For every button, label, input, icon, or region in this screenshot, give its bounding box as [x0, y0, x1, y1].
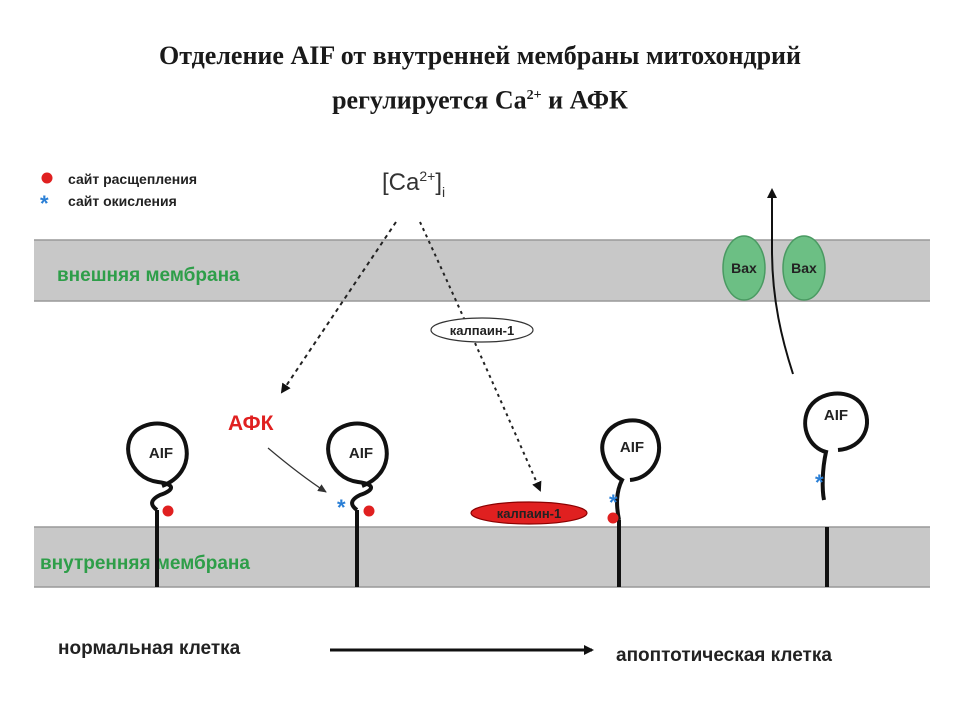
bax-label-right: Bax: [791, 260, 817, 276]
calpain-inactive: калпаин-1: [430, 317, 534, 343]
aif-released: AIF *: [803, 391, 869, 587]
aif-cleaved: AIF *: [600, 418, 662, 587]
inner-membrane-band: [34, 527, 930, 587]
oxidation-site-star: *: [609, 490, 618, 515]
bax-protein-left: [722, 235, 766, 301]
outer-membrane-band: [34, 240, 930, 301]
aif-loop: [126, 421, 189, 512]
calcium-label: [Ca2+]i: [382, 168, 445, 200]
calcium-subscript: i: [442, 184, 445, 200]
aif-anchored-oxidized: AIF *: [326, 421, 389, 587]
calpain-inactive-shape: [430, 317, 534, 343]
cleavage-site-dot: [607, 512, 619, 524]
title-line-2: регулируется Ca2+ и АФК: [0, 76, 960, 121]
bax-protein-right: [782, 235, 826, 301]
calcium-to-ros-arrow: [280, 221, 397, 394]
oxidation-site-legend-label: сайт окисления: [68, 193, 177, 209]
cleavage-site-dot: [363, 505, 375, 517]
title-line-2-prefix: регулируется Ca: [332, 85, 527, 115]
apoptotic-cell-label: апоптотическая клетка: [616, 645, 832, 666]
oxidation-site-star: *: [337, 495, 346, 520]
oxidation-site-legend-icon: *: [40, 191, 49, 216]
outer-membrane-label: внешняя мембрана: [57, 265, 240, 286]
title-line-2-suffix: и АФК: [541, 85, 628, 115]
calcium-charge: 2+: [419, 168, 435, 184]
bax-pore: Bax Bax: [722, 235, 826, 301]
bax-label-left: Bax: [731, 260, 757, 276]
page-title: Отделение AIF от внутренней мембраны мит…: [0, 36, 960, 121]
aif-label: AIF: [349, 445, 373, 462]
aif-label: AIF: [620, 439, 644, 456]
cleavage-site-dot: [162, 505, 174, 517]
cleavage-site-legend-label: сайт расщепления: [68, 171, 197, 187]
legend: сайт расщепления * сайт окисления: [40, 171, 197, 216]
inner-membrane: внутренняя мембрана: [34, 526, 930, 588]
aif-loop: [326, 421, 389, 512]
aif-label: AIF: [149, 445, 173, 462]
aif-loop: [803, 391, 869, 501]
calpain-active: калпаин-1: [470, 501, 588, 525]
calpain-inactive-label: калпаин-1: [450, 323, 514, 338]
inner-membrane-label: внутренняя мембрана: [40, 553, 250, 574]
normal-cell-label: нормальная клетка: [58, 638, 241, 659]
aif-loop: [600, 418, 662, 521]
title-line-1: Отделение AIF от внутренней мембраны мит…: [158, 41, 802, 70]
aif-anchored-normal: AIF: [126, 421, 189, 587]
cleavage-site-legend-icon: [41, 172, 53, 184]
calpain-active-shape: [470, 501, 588, 525]
aif-label: AIF: [824, 407, 848, 424]
calcium-label-close: ]: [435, 169, 442, 196]
aif-release-arrow: [767, 188, 794, 375]
calcium-label-open: [Ca: [382, 169, 420, 196]
outer-membrane: внешняя мембрана: [34, 239, 930, 302]
oxidation-site-star: *: [815, 470, 824, 495]
title-ca-charge: 2+: [526, 88, 542, 103]
ros-to-aif-arrow: [267, 447, 327, 493]
ros-label: АФК: [228, 412, 274, 435]
calpain-active-label: калпаин-1: [497, 506, 561, 521]
